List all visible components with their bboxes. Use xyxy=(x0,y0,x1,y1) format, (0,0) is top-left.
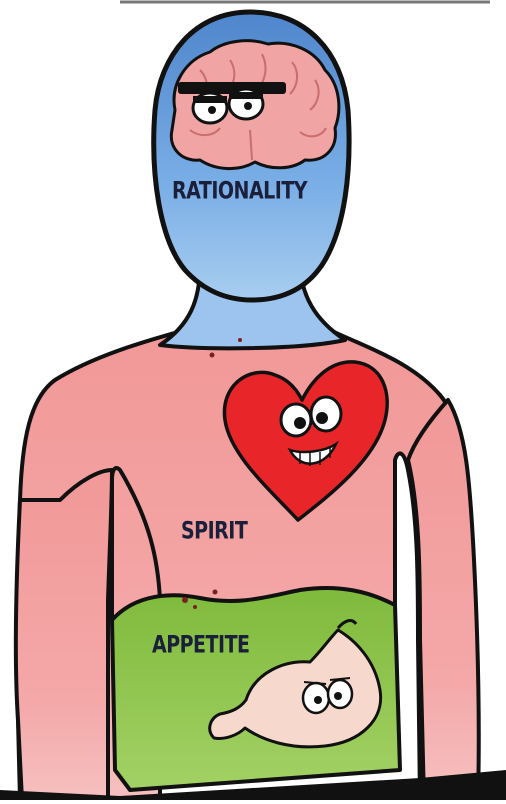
spirit-label: SPIRIT xyxy=(181,517,247,545)
left-arm xyxy=(16,470,112,800)
rationality-label: RATIONALITY xyxy=(172,177,307,205)
brain-icon xyxy=(171,41,339,169)
appetite-label: APPETITE xyxy=(152,631,250,659)
